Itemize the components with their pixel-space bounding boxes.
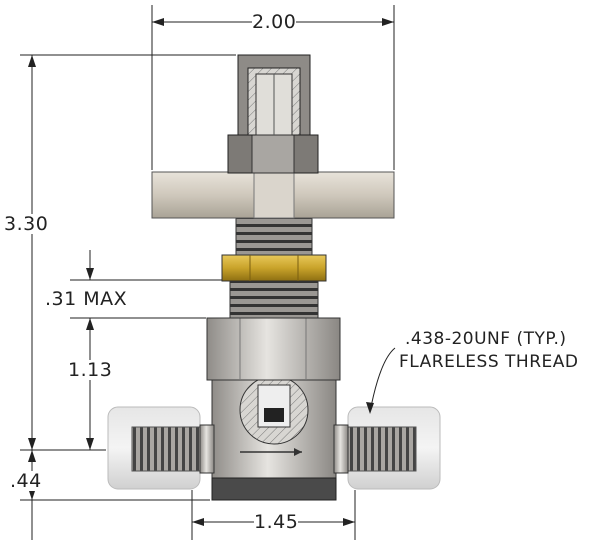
right-fitting (343, 406, 441, 490)
left-fitting (107, 406, 205, 490)
dim-port-spacing: 1.45 (254, 511, 299, 533)
dim-stem-height: 1.13 (68, 359, 113, 381)
lower-thread (229, 279, 319, 319)
upper-thread (235, 217, 313, 257)
dim-overall-height: 3.30 (4, 213, 49, 235)
callout-thread-spec: .438-20UNF (TYP.) (405, 329, 567, 349)
bonnet-hex (206, 317, 341, 381)
dimension-lines (20, 5, 396, 540)
panel-nut (221, 254, 327, 282)
dim-panel-thickness: .31 MAX (45, 288, 128, 310)
callout-thread-type: FLARELESS THREAD (399, 352, 579, 372)
valve-body (199, 375, 349, 501)
dim-base-height: .44 (10, 470, 42, 492)
dim-handle-width: 2.00 (252, 11, 297, 33)
dimension-arrows (28, 18, 394, 526)
knob (237, 54, 311, 136)
